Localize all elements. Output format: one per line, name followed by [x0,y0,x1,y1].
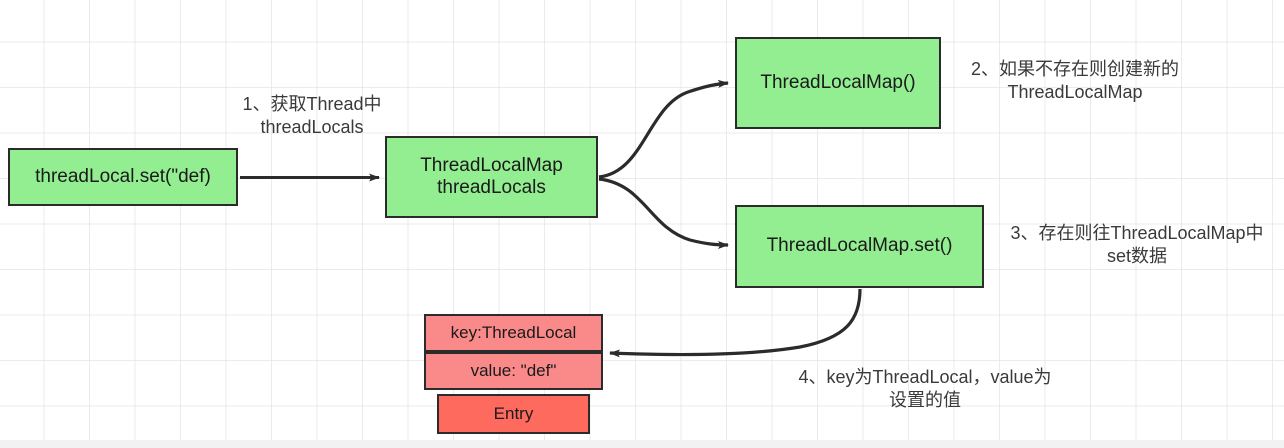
node-threadlocals-field[interactable]: ThreadLocalMap threadLocals [385,136,598,218]
node-entry-label[interactable]: Entry [437,394,590,434]
label-step-1: 1、获取Thread中 threadLocals [242,94,382,138]
node-entry-value[interactable]: value: "def" [424,352,603,390]
node-threadlocal-set[interactable]: threadLocal.set("def) [8,148,238,206]
label-step-4: 4、key为ThreadLocal，value为 设置的值 [798,367,1052,411]
edge-threadlocals-to-mapset [598,177,729,249]
edge-mapset-to-entry [609,288,862,358]
label-step-3: 3、存在则往ThreadLocalMap中 set数据 [1010,223,1264,267]
node-entry-key[interactable]: key:ThreadLocal [424,314,603,352]
canvas-bottom-edge [0,440,1284,448]
node-new-threadlocalmap[interactable]: ThreadLocalMap() [735,37,941,129]
label-step-2: 2、如果不存在则创建新的 ThreadLocalMap [970,59,1179,103]
node-threadlocalmap-set[interactable]: ThreadLocalMap.set() [735,205,984,288]
edge-threadlocals-to-newmap [598,79,729,179]
